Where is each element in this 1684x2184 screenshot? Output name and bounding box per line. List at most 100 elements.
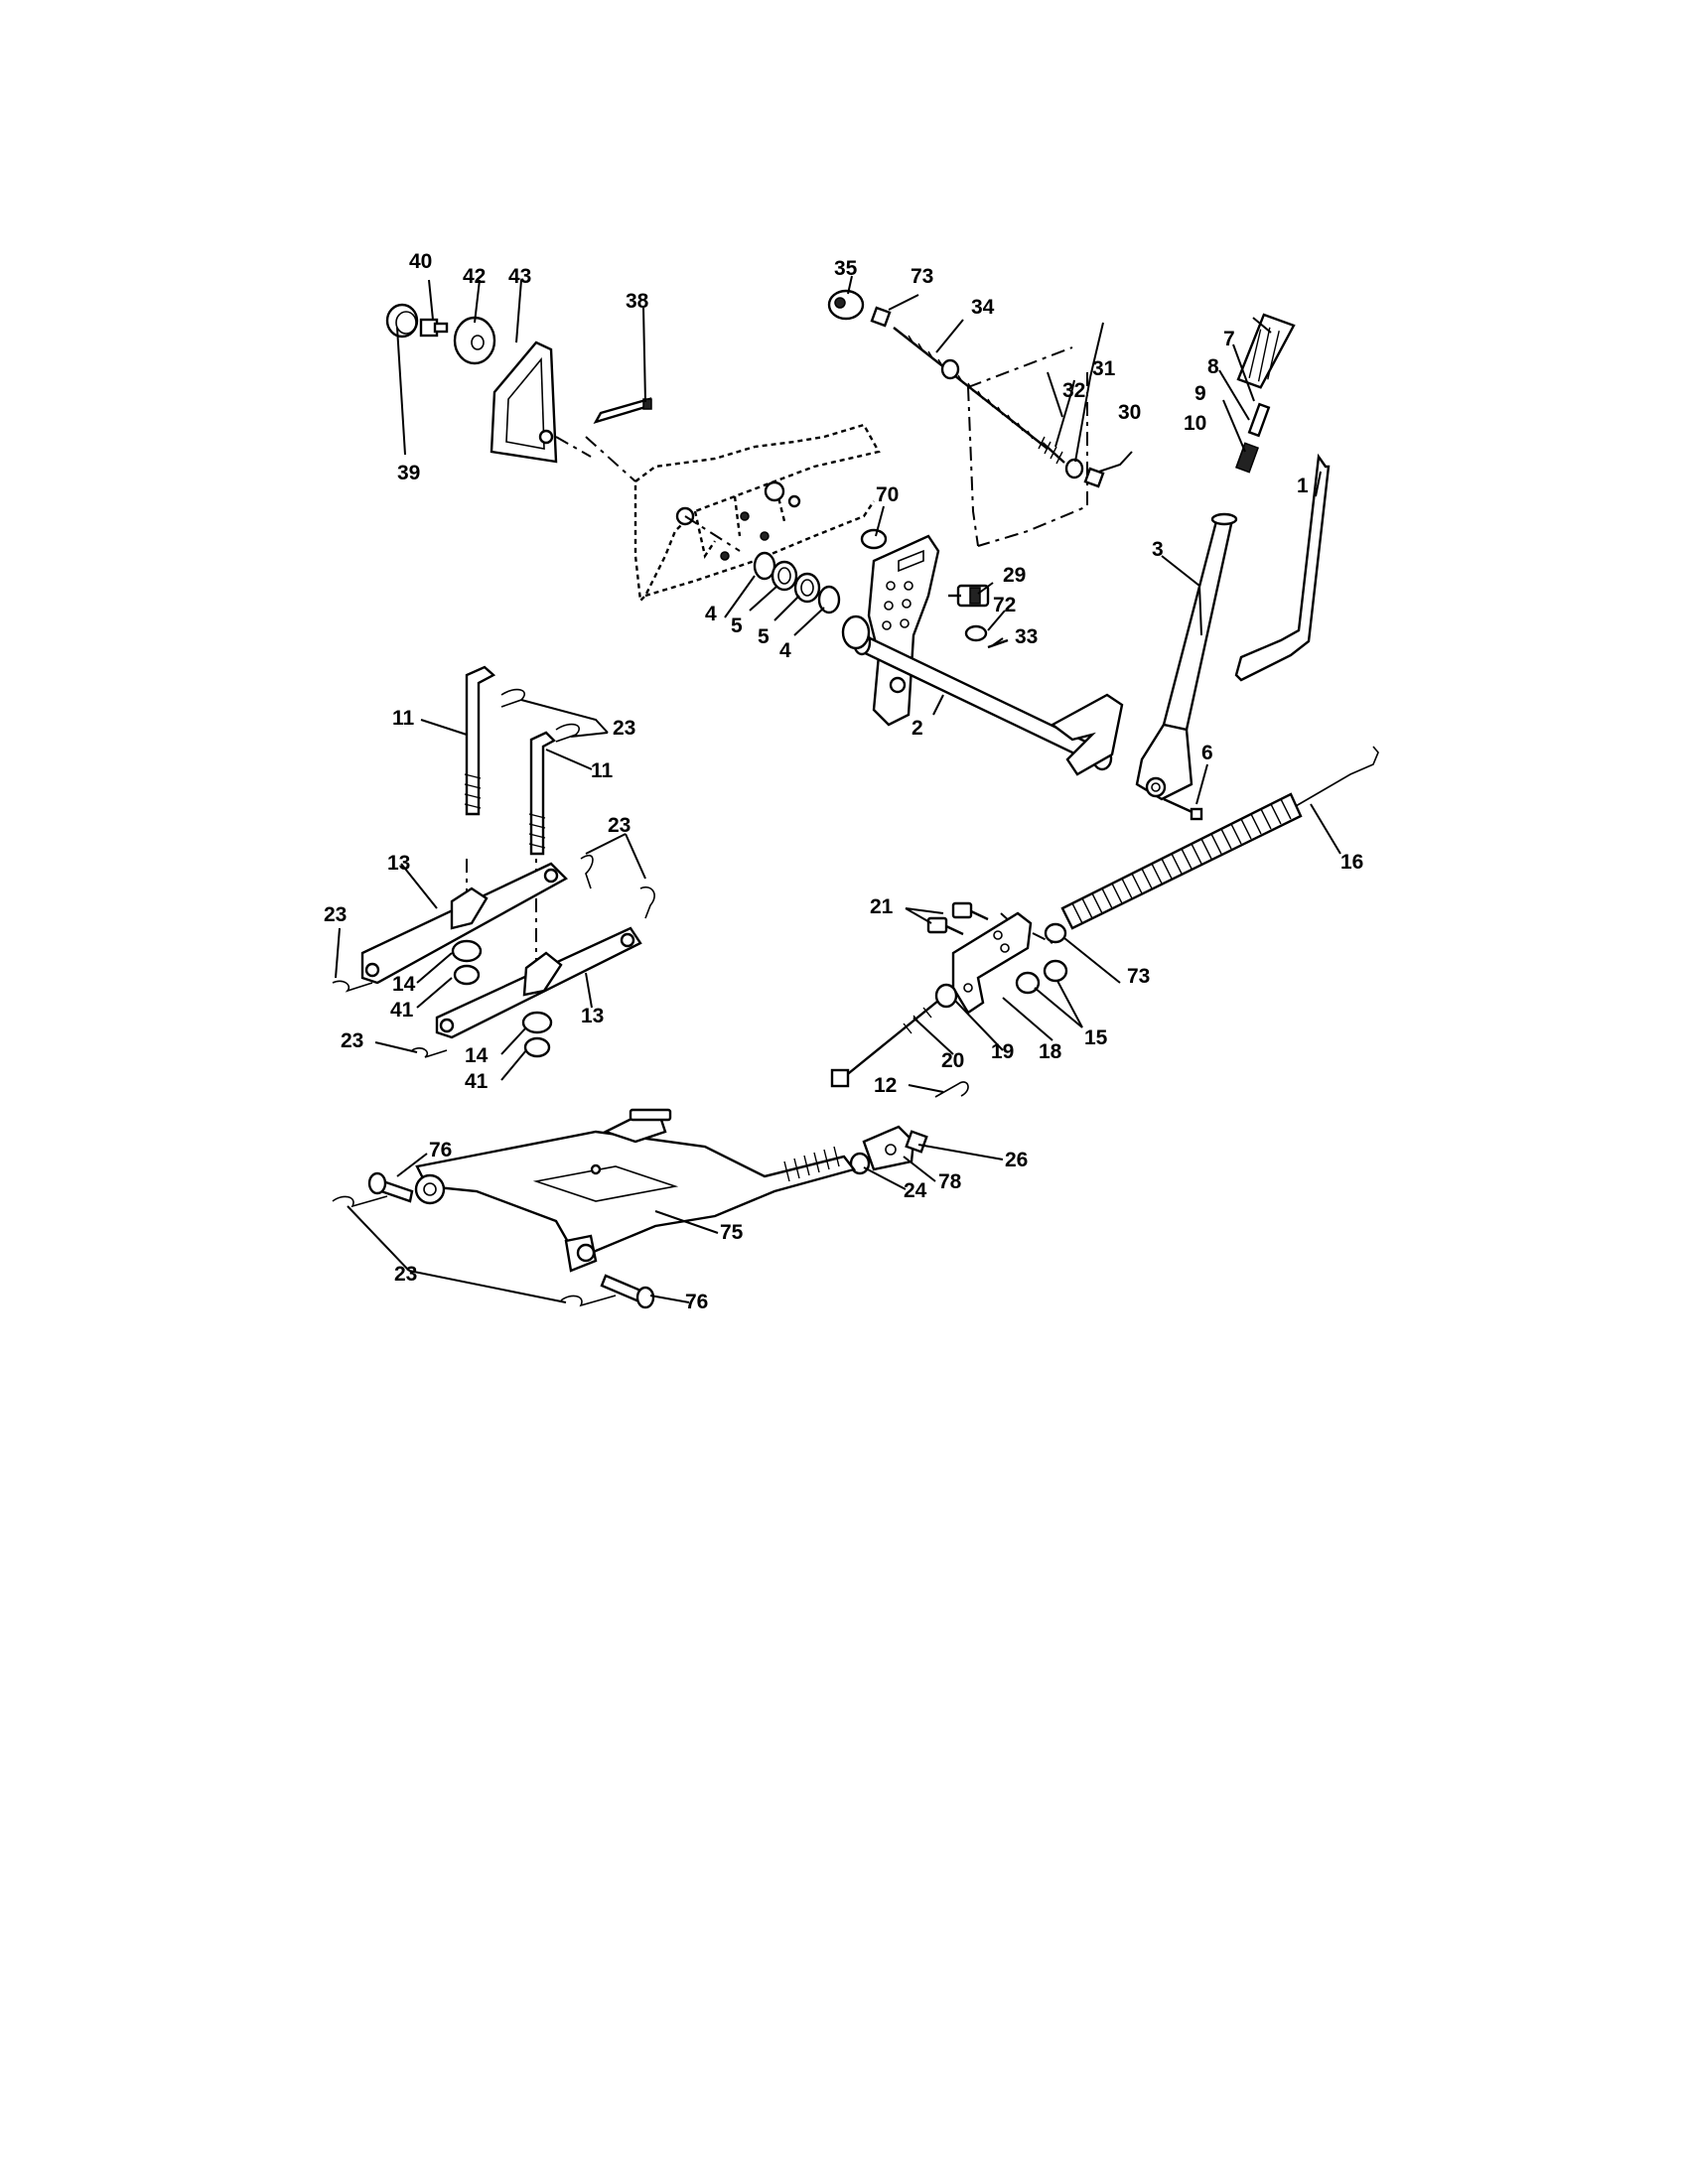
ring-clip-39 (385, 303, 419, 339)
spring-16 (1060, 746, 1379, 930)
callout-32: 32 (1062, 379, 1085, 402)
lift-link-13 (360, 862, 642, 1039)
nut-73 (870, 306, 892, 328)
callout-34: 34 (971, 296, 995, 319)
washer-72 (964, 624, 988, 642)
callout-40: 40 (409, 250, 432, 273)
callout-9: 9 (1194, 382, 1206, 405)
callout-35: 35 (834, 257, 858, 280)
callout-5a: 5 (731, 614, 743, 637)
callout-23d: 23 (341, 1029, 363, 1052)
construction-line (967, 346, 1088, 547)
callout-31: 31 (1092, 357, 1116, 380)
callout-23e: 23 (394, 1263, 417, 1286)
clip-12 (934, 1081, 969, 1098)
nuts-15 (1015, 959, 1068, 995)
hanger-bracket-75 (414, 1108, 857, 1273)
spring-32 (1038, 436, 1065, 465)
hair-pins-23 (332, 688, 655, 1307)
lift-handle-3 (1135, 512, 1238, 801)
nut-73-lower (1044, 922, 1067, 944)
callout-20: 20 (941, 1049, 964, 1072)
hitch-pin-38 (593, 397, 652, 424)
callout-70: 70 (876, 483, 899, 506)
washer-70 (860, 528, 888, 550)
adjust-rod-34 (893, 327, 1049, 450)
clevis-78 (862, 1125, 915, 1171)
frame-outline (633, 423, 881, 604)
callout-15: 15 (1084, 1026, 1108, 1049)
callout-42: 42 (463, 265, 486, 288)
callout-13b: 13 (581, 1005, 604, 1027)
callout-11a: 11 (392, 707, 415, 730)
construction-line (585, 436, 636, 482)
knob-35 (827, 289, 865, 321)
callout-7: 7 (1223, 328, 1235, 350)
callout-41b: 41 (465, 1070, 489, 1093)
callout-14a: 14 (392, 973, 416, 996)
pin-29 (948, 584, 990, 608)
callout-75: 75 (720, 1221, 744, 1244)
callout-6: 6 (1201, 742, 1213, 764)
bolts-21 (926, 901, 989, 936)
pin-33 (987, 638, 1009, 649)
washer-31 (1064, 458, 1084, 479)
callout-23c: 23 (324, 903, 347, 926)
callout-29: 29 (1003, 564, 1026, 587)
callout-3: 3 (1152, 538, 1164, 561)
lift-rod-1 (1234, 453, 1331, 682)
grip-7 (1236, 313, 1296, 389)
lift-link-bolt-11 (464, 665, 556, 856)
callout-38: 38 (626, 290, 649, 313)
callout-1: 1 (1297, 475, 1309, 497)
callout-33: 33 (1015, 625, 1038, 648)
bolt-6 (1163, 797, 1203, 821)
callout-14b: 14 (465, 1044, 489, 1067)
callout-30: 30 (1118, 401, 1141, 424)
clevis-pins-76 (367, 1171, 655, 1309)
callout-78: 78 (938, 1170, 962, 1193)
nut-26 (905, 1130, 928, 1154)
callout-10: 10 (1184, 412, 1206, 435)
callout-76a: 76 (429, 1139, 452, 1161)
lift-knob-43 (490, 341, 592, 464)
bracket-18 (951, 911, 1033, 1015)
callout-8: 8 (1207, 355, 1219, 378)
callout-4a: 4 (705, 603, 717, 625)
callout-73b: 73 (1127, 965, 1150, 988)
callout-12: 12 (874, 1074, 897, 1097)
callout-21: 21 (870, 895, 894, 918)
construction-line (1000, 912, 1053, 944)
callout-5b: 5 (758, 625, 770, 648)
callout-41a: 41 (390, 999, 414, 1022)
callout-16: 16 (1340, 851, 1363, 874)
callout-11b: 11 (591, 759, 614, 782)
bolt-40 (419, 318, 449, 338)
callout-39: 39 (397, 462, 420, 484)
callout-72: 72 (993, 594, 1016, 616)
construction-line (684, 515, 741, 552)
callout-2: 2 (912, 717, 923, 740)
callout-23b: 23 (608, 814, 631, 837)
callout-43: 43 (508, 265, 531, 288)
lift-shaft-2 (841, 534, 1124, 776)
callout-19: 19 (991, 1040, 1014, 1063)
callout-24: 24 (904, 1179, 927, 1202)
nut-washer-14-41 (451, 939, 553, 1058)
spring-10 (1235, 442, 1259, 474)
washer-set-4-5 (753, 551, 841, 614)
construction-line (967, 386, 979, 547)
nut-30 (1083, 467, 1105, 488)
callout-23a: 23 (613, 717, 635, 740)
callout-26: 26 (1005, 1149, 1028, 1171)
callout-73: 73 (911, 265, 933, 288)
callout-13a: 13 (387, 852, 410, 875)
callout-76b: 76 (685, 1291, 708, 1313)
callout-18: 18 (1039, 1040, 1062, 1063)
callout-labels: 40 42 43 38 39 35 73 34 32 31 30 7 8 9 1… (324, 250, 1363, 1313)
pin-9 (1247, 402, 1271, 438)
washer-19 (934, 983, 958, 1009)
callout-4b: 4 (779, 639, 791, 662)
leader-lines (335, 275, 1341, 1303)
